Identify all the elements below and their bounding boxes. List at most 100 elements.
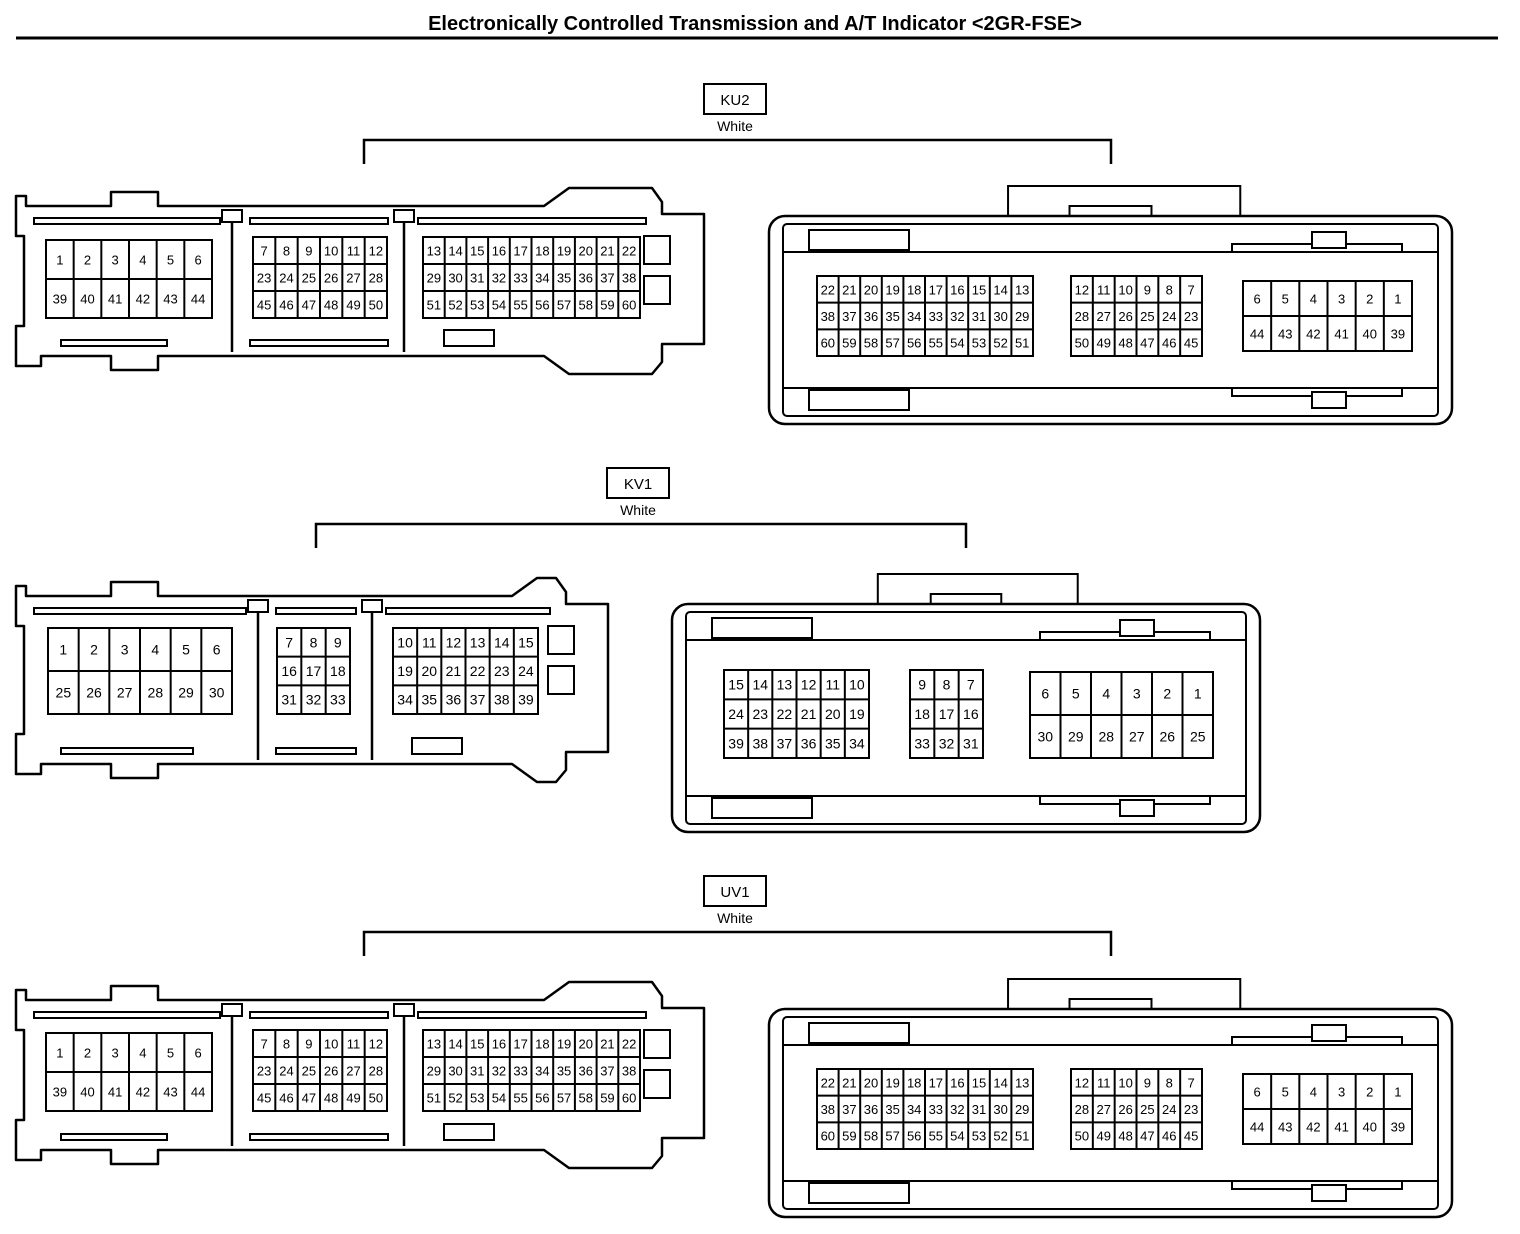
pin-number: 49 xyxy=(346,1091,360,1106)
pin-number: 5 xyxy=(1282,1085,1289,1100)
pin-number: 13 xyxy=(777,677,793,693)
pin-number: 18 xyxy=(535,244,549,259)
pin-number: 51 xyxy=(1015,336,1029,351)
pin-number: 39 xyxy=(1391,327,1405,342)
plug-latch-inner xyxy=(1068,998,1153,1010)
pin-number: 19 xyxy=(849,706,865,722)
plug-key xyxy=(1119,619,1155,637)
divider-notch xyxy=(221,209,243,223)
pin-number: 8 xyxy=(1166,1075,1173,1090)
pin-number: 15 xyxy=(470,1037,484,1052)
pin-number: 54 xyxy=(950,1129,964,1144)
pin-number: 45 xyxy=(257,1091,271,1106)
pin-number: 34 xyxy=(907,309,921,324)
pin-number: 29 xyxy=(178,685,194,701)
pin-number: 30 xyxy=(448,1064,462,1079)
lock-tab xyxy=(643,1069,671,1099)
connector-color: White xyxy=(620,502,656,518)
pin-number: 28 xyxy=(369,1064,383,1079)
pin-number: 4 xyxy=(151,642,159,658)
pin-number: 13 xyxy=(470,634,486,650)
pin-number: 35 xyxy=(557,271,571,286)
pin-number: 60 xyxy=(821,1129,835,1144)
pin-number: 58 xyxy=(864,1129,878,1144)
pin-number: 23 xyxy=(494,663,510,679)
pin-number: 25 xyxy=(1190,729,1206,745)
pin-number: 12 xyxy=(801,677,817,693)
pin-number: 2 xyxy=(84,253,91,268)
pin-number: 31 xyxy=(963,735,979,751)
pin-number: 13 xyxy=(1015,1075,1029,1090)
pin-number: 36 xyxy=(801,735,817,751)
pin-number: 27 xyxy=(346,1064,360,1079)
pin-number: 24 xyxy=(1162,1102,1176,1117)
plug-rail xyxy=(808,229,910,251)
pin-number: 52 xyxy=(448,1091,462,1106)
pin-number: 52 xyxy=(448,298,462,313)
pin-number: 48 xyxy=(1118,1129,1132,1144)
pin-number: 15 xyxy=(972,282,986,297)
housing-key xyxy=(443,1123,495,1141)
plug-key xyxy=(1311,1184,1347,1202)
pin-number: 54 xyxy=(492,298,506,313)
pin-number: 19 xyxy=(557,1037,571,1052)
pin-number: 10 xyxy=(324,244,338,259)
pin-number: 16 xyxy=(963,706,979,722)
pin-number: 32 xyxy=(306,692,322,708)
pin-number: 9 xyxy=(334,634,342,650)
plug-key xyxy=(1311,391,1347,409)
pin-number: 33 xyxy=(330,692,346,708)
pin-number: 7 xyxy=(285,634,293,650)
pin-number: 26 xyxy=(324,1064,338,1079)
pin-number: 51 xyxy=(427,1091,441,1106)
pin-number: 7 xyxy=(1187,1075,1194,1090)
pin-number: 20 xyxy=(825,706,841,722)
pin-number: 30 xyxy=(448,271,462,286)
pin-number: 58 xyxy=(579,1091,593,1106)
pin-number: 7 xyxy=(261,244,268,259)
pin-number: 38 xyxy=(622,271,636,286)
pin-number: 52 xyxy=(993,1129,1007,1144)
pin-number: 43 xyxy=(163,292,177,307)
pin-number: 35 xyxy=(557,1064,571,1079)
pin-number: 18 xyxy=(535,1037,549,1052)
pin-number: 41 xyxy=(108,1085,122,1100)
pin-number: 50 xyxy=(369,298,383,313)
pin-number: 51 xyxy=(427,298,441,313)
pin-number: 8 xyxy=(943,677,951,693)
pin-number: 47 xyxy=(1140,336,1154,351)
pin-number: 33 xyxy=(513,1064,527,1079)
plug-rail xyxy=(808,389,910,411)
pin-number: 18 xyxy=(907,282,921,297)
pin-number: 2 xyxy=(84,1046,91,1061)
pin-number: 8 xyxy=(1166,282,1173,297)
pin-number: 28 xyxy=(1098,729,1114,745)
pin-number: 45 xyxy=(1184,1129,1198,1144)
pin-number: 36 xyxy=(864,309,878,324)
pairing-bracket xyxy=(362,930,1113,956)
pin-number: 27 xyxy=(346,271,360,286)
pin-number: 49 xyxy=(346,298,360,313)
pin-number: 16 xyxy=(492,244,506,259)
pin-number: 10 xyxy=(397,634,413,650)
pin-number: 4 xyxy=(1310,1085,1317,1100)
pin-number: 52 xyxy=(993,336,1007,351)
pin-number: 46 xyxy=(1162,336,1176,351)
lock-tab xyxy=(547,665,575,695)
pin-number: 32 xyxy=(939,735,955,751)
plug-latch-inner xyxy=(929,593,1003,605)
pin-number: 6 xyxy=(1253,1085,1260,1100)
pin-number: 44 xyxy=(1250,1120,1264,1135)
pin-number: 33 xyxy=(929,1102,943,1117)
plug-pin-block-outline xyxy=(909,669,984,759)
housing-rail xyxy=(385,607,551,615)
pin-number: 56 xyxy=(907,1129,921,1144)
pin-number: 40 xyxy=(1363,327,1377,342)
pin-number: 42 xyxy=(1306,327,1320,342)
